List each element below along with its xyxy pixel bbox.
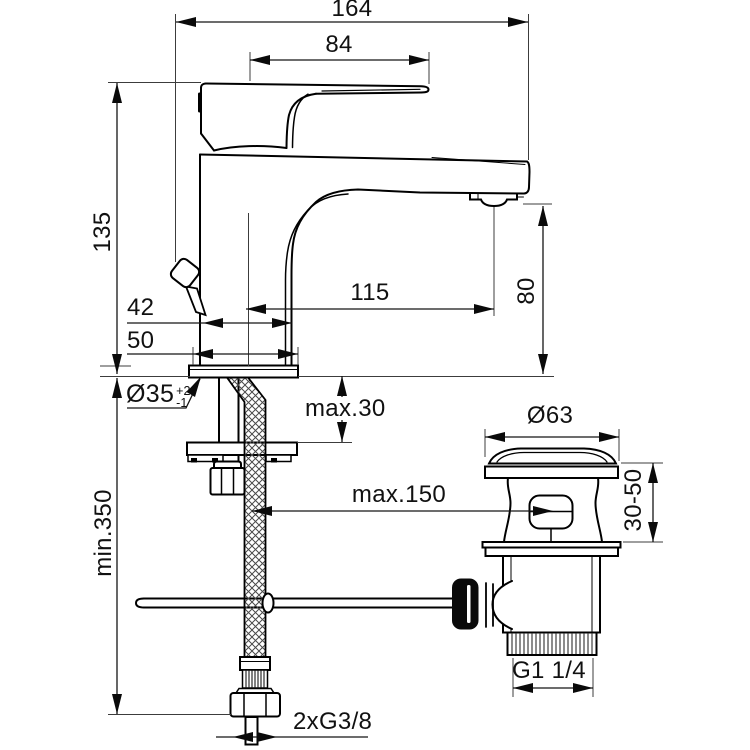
hole-tolerance-plus: +2: [176, 384, 191, 398]
dim-min-hose-length-label: min.350: [90, 489, 117, 577]
dim-max-rod-reach-label: max.150: [351, 481, 447, 508]
pop-up-waste-drain: [452, 447, 622, 656]
dim-max-deck-thickness-label: max.30: [305, 395, 386, 422]
dim-supply-thread-label: 2xG3/8: [293, 708, 373, 735]
dimension-arrowheads: [112, 17, 658, 742]
dim-total-width-label: 164: [331, 0, 373, 22]
supply-hose: [225, 376, 281, 746]
dim-clamping-range-label: 30-50: [620, 468, 647, 532]
dim-hole-diameter-label: Ø35+2-1: [126, 381, 190, 409]
dim-waste-cap-diameter-label: Ø63: [526, 402, 574, 429]
dim-base-50-label: 50: [127, 327, 155, 354]
hole-tolerance-minus: -1: [176, 396, 188, 410]
deck-plate: [188, 364, 299, 379]
dim-handle-length-label: 84: [325, 31, 353, 58]
dim-body-height-label: 135: [89, 211, 116, 253]
faucet-body-outline: [169, 82, 531, 367]
dim-base-42-label: 42: [127, 294, 155, 321]
mounting-hardware: [186, 376, 298, 496]
dim-waste-thread-label: G1 1/4: [512, 657, 586, 684]
dim-spout-reach-label: 115: [350, 279, 390, 306]
extension-lines: [100, 14, 663, 715]
pop-up-rod: [134, 597, 453, 609]
hole-diameter-value: Ø35: [126, 380, 175, 408]
dim-spout-height-label: 80: [513, 277, 540, 305]
